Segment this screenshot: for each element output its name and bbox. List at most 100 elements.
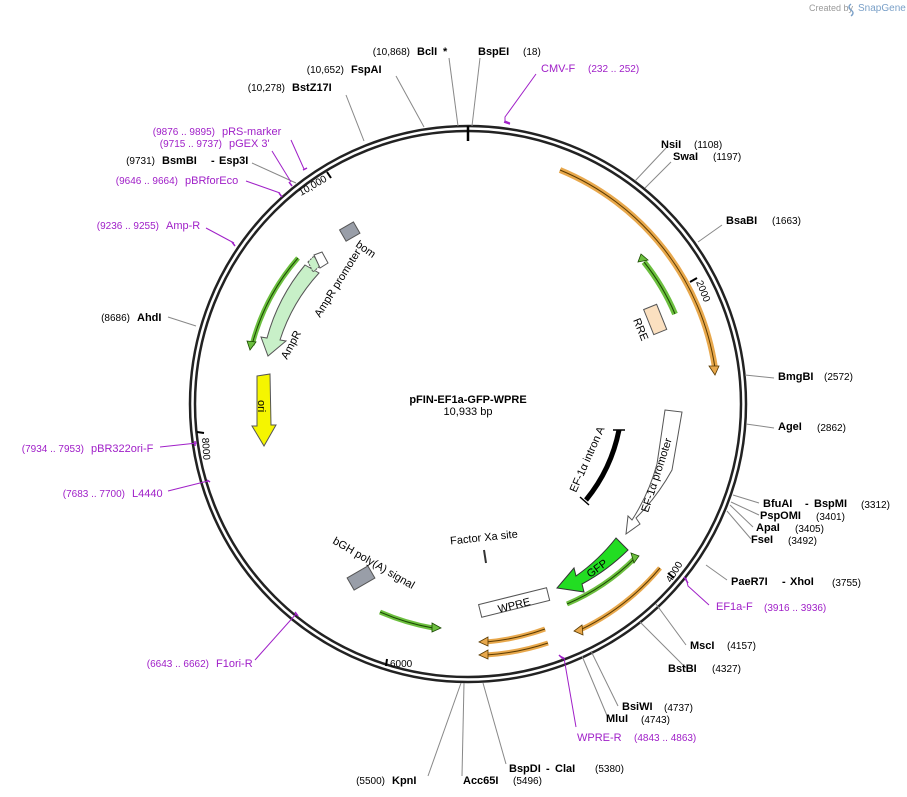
enzyme-agei-pos: (2862) [817, 423, 846, 434]
enzyme-bspei-pos: (18) [523, 47, 541, 58]
enzyme-bsmbi-pos: (9731) [126, 156, 155, 167]
enzyme-ahdi-name[interactable]: AhdI [137, 312, 161, 324]
credit-brand: SnapGene [858, 3, 906, 14]
orange-arc-feature-2 [573, 566, 662, 636]
enzyme-paer7i-pos: (3755) [832, 578, 861, 589]
enzyme-bsmbi-dash: - [211, 155, 215, 167]
enzyme-msci-name[interactable]: MscI [690, 640, 714, 652]
plasmid-size: 10,933 bp [444, 406, 493, 418]
enzyme-mlui-name[interactable]: MluI [606, 713, 628, 725]
plasmid-name: pFIN-EF1a-GFP-WPRE [409, 394, 526, 406]
enzyme-bfuai-pos: (3312) [861, 500, 890, 511]
enzyme-acc65i-name[interactable]: Acc65I [463, 775, 498, 787]
orange-arc-feature [558, 167, 720, 376]
enzyme-bsabi-pos: (1663) [772, 216, 801, 227]
primer-f1ori-r-pos: (6643 .. 6662) [147, 659, 209, 670]
enzyme-bsabi-name[interactable]: BsaBI [726, 215, 757, 227]
enzyme-paer7i-dash: - [782, 576, 786, 588]
enzyme-fspai-pos: (10,652) [307, 65, 344, 76]
green-arc-feature-ampr [246, 256, 300, 351]
primer-f1ori-r-name[interactable]: F1ori-R [216, 658, 253, 670]
enzyme-pspomi-name[interactable]: PspOMI [760, 510, 801, 522]
enzyme-nsii-name[interactable]: NsiI [661, 139, 681, 151]
tick-label-6000: 6000 [390, 659, 413, 670]
ampr-label: AmpR [279, 329, 304, 362]
primer-l4440-name[interactable]: L4440 [132, 488, 163, 500]
primer-ef1a-f-pos: (3916 .. 3936) [764, 603, 826, 614]
enzyme-xhoi-name[interactable]: XhoI [790, 576, 814, 588]
ampr-promoter-white-feature [313, 251, 329, 269]
enzyme-bstbi-name[interactable]: BstBI [668, 663, 697, 675]
enzyme-nsii-pos: (1108) [694, 140, 722, 151]
primer-cmv-f-name[interactable]: CMV-F [541, 63, 576, 75]
tick-label-10000: 10,000 [297, 174, 329, 199]
enzyme-bmgbi-pos: (2572) [824, 372, 853, 383]
enzyme-bspmi-name[interactable]: BspMI [814, 498, 847, 510]
primer-amp-r-pos: (9236 .. 9255) [97, 221, 159, 232]
enzyme-bsmbi-name[interactable]: BsmBI [162, 155, 197, 167]
primer-wpre-r-name[interactable]: WPRE-R [577, 732, 622, 744]
enzyme-bstbi-pos: (4327) [712, 664, 741, 675]
enzyme-clai-name[interactable]: ClaI [555, 763, 575, 775]
primer-cmv-f-pos: (232 .. 252) [588, 64, 639, 75]
primer-l4440-pos: (7683 .. 7700) [63, 489, 125, 500]
primer-pbr322ori-f-name[interactable]: pBR322ori-F [91, 443, 154, 455]
enzyme-bmgbi-name[interactable]: BmgBI [778, 371, 813, 383]
enzyme-agei-name[interactable]: AgeI [778, 421, 802, 433]
enzyme-bsiwi-pos: (4737) [664, 703, 693, 714]
enzyme-kpni-pos: (5500) [356, 776, 385, 787]
enzyme-kpni-name[interactable]: KpnI [392, 775, 416, 787]
green-arc-feature-1 [637, 253, 678, 316]
ampr-feature [260, 264, 320, 357]
enzyme-esp3i-name[interactable]: Esp3I [219, 155, 248, 167]
bom-feature [338, 221, 361, 242]
snapgene-logo-icon [848, 3, 854, 17]
primer-prs-marker-pos: (9876 .. 9895) [153, 127, 215, 138]
primer-ef1a-f-name[interactable]: EF1a-F [716, 601, 753, 613]
enzyme-bcli-pos: (10,868) [373, 47, 410, 58]
enzyme-bspei-name[interactable]: BspEI [478, 46, 509, 58]
enzyme-bspdi-dash: - [546, 763, 550, 775]
enzyme-bspdi-pos: (5380) [595, 764, 624, 775]
enzyme-bfuai-dash: - [805, 498, 809, 510]
enzyme-fspai-name[interactable]: FspAI [351, 64, 382, 76]
enzyme-swai-pos: (1197) [713, 152, 741, 163]
credit-prefix: Created by [809, 3, 854, 13]
enzyme-bstz17i-pos: (10,278) [248, 83, 285, 94]
enzyme-paer7i-name[interactable]: PaeR7I [731, 576, 768, 588]
factor-xa-label: Factor Xa site [450, 528, 519, 547]
primer-pgex3-name[interactable]: pGEX 3' [229, 138, 270, 150]
ori-feature [251, 373, 277, 447]
gfp-feature [556, 537, 629, 593]
enzyme-swai-name[interactable]: SwaI [673, 151, 698, 163]
enzyme-bstz17i-name[interactable]: BstZ17I [292, 82, 332, 94]
bgh-polya-label: bGH poly(A) signal [331, 535, 417, 592]
enzyme-apai-pos: (3405) [795, 524, 824, 535]
primer-pgex3-pos: (9715 .. 9737) [160, 139, 222, 150]
enzyme-acc65i-pos: (5496) [513, 776, 542, 787]
primer-labels: CMV-F (232 .. 252) (9876 .. 9895) pRS-ma… [22, 63, 827, 744]
enzyme-fsei-pos: (3492) [788, 536, 817, 547]
green-arc-feature-3 [379, 609, 442, 633]
tick-marks [196, 171, 698, 667]
enzyme-bspdi-name[interactable]: BspDI [509, 763, 541, 775]
rre-feature [642, 303, 668, 336]
tick-label-8000: 8000 [199, 437, 212, 460]
enzyme-apai-name[interactable]: ApaI [756, 522, 780, 534]
primer-wpre-r-pos: (4843 .. 4863) [634, 733, 696, 744]
enzyme-bfuai-name[interactable]: BfuAI [763, 498, 792, 510]
primer-prs-marker-name[interactable]: pRS-marker [222, 126, 282, 138]
enzyme-bcli-name[interactable]: BclI [417, 46, 437, 58]
ef1a-intron-label: EF-1α intron A [568, 424, 608, 494]
primer-amp-r-name[interactable]: Amp-R [166, 220, 200, 232]
primer-marks [194, 121, 689, 660]
bgh-polya-feature [346, 565, 376, 591]
enzyme-bsiwi-name[interactable]: BsiWI [622, 701, 653, 713]
enzyme-fsei-name[interactable]: FseI [751, 534, 773, 546]
enzyme-pspomi-pos: (3401) [816, 512, 845, 523]
green-arc-feature-2 [566, 552, 640, 607]
primer-pbrforeco-name[interactable]: pBRforEco [185, 175, 238, 187]
wpre-feature [477, 587, 551, 618]
enzyme-ahdi-pos: (8686) [101, 313, 130, 324]
